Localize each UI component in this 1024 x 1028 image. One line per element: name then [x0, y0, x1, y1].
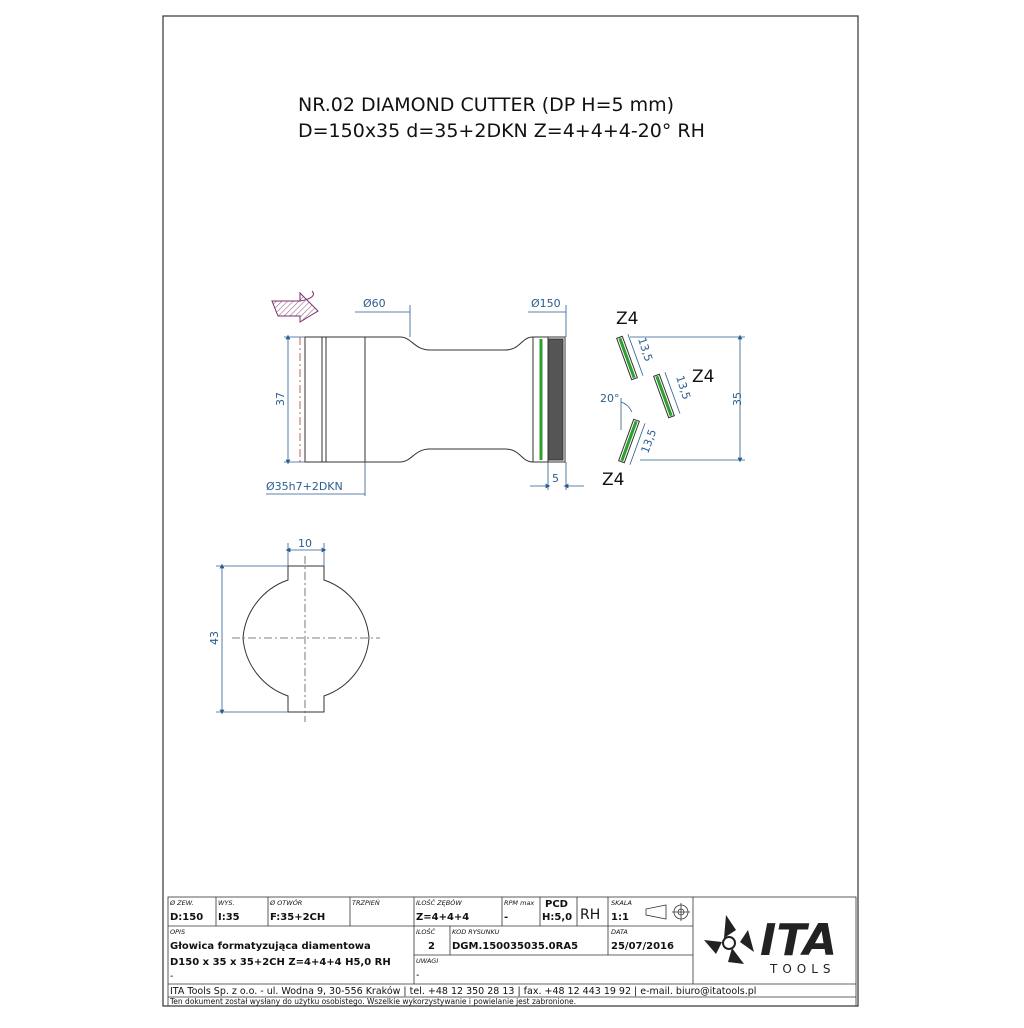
- tb-scale-value: 1:1: [611, 912, 629, 923]
- tb-outer-diameter-label: Ø ZEW.: [169, 899, 194, 907]
- tb-drawing-code-label: KOD RYSUNKU: [452, 928, 500, 936]
- rotation-arrow-icon: [271, 290, 319, 323]
- dim-tooth-length-2: 13,5: [673, 374, 693, 401]
- title-block: [167, 896, 857, 1007]
- tb-drawing-code-value: DGM.150035035.0RA5: [452, 941, 578, 952]
- tb-bore-label: Ø OTWÓR: [269, 898, 302, 907]
- tb-arbor-label: TRZPIEŃ: [352, 898, 380, 907]
- dim-tooth-length-1: 13,5: [635, 336, 655, 363]
- front-view: [216, 543, 380, 722]
- tb-teeth-value: Z=4+4+4: [416, 912, 469, 923]
- side-view: [304, 336, 566, 463]
- logo-main-text: ITA: [760, 915, 837, 966]
- tb-height-label: WYS.: [218, 899, 235, 907]
- tooth-label-right: Z4: [692, 367, 714, 387]
- tooth-label-top: Z4: [616, 309, 638, 329]
- tooth-label-bottom: Z4: [602, 470, 624, 490]
- tb-notes-label: UWAGI: [416, 957, 438, 965]
- dim-height-43: 43: [208, 631, 221, 645]
- dim-diameter-150: Ø150: [531, 297, 561, 310]
- tb-quantity-value: 2: [428, 941, 435, 952]
- sheet-border: [162, 15, 859, 1007]
- tb-rotation: RH: [580, 907, 600, 923]
- tb-rpm-label: RPM max: [504, 899, 534, 907]
- dim-height-35: 35: [731, 392, 744, 406]
- tb-teeth-label: ILOŚĆ ZĘBÓW: [416, 898, 462, 907]
- dim-width-5: 5: [552, 472, 559, 485]
- tb-description-line-3: -: [170, 971, 173, 982]
- dim-height-37: 37: [274, 392, 287, 406]
- tb-height-value: I:35: [218, 912, 240, 923]
- tb-description-label: OPIS: [170, 928, 185, 936]
- tb-description-line-1: Głowica formatyzująca diamentowa: [170, 941, 371, 952]
- dim-angle: 20°: [600, 392, 620, 405]
- tb-outer-diameter-value: D:150: [170, 912, 203, 923]
- title-line-1: NR.02 DIAMOND CUTTER (DP H=5 mm): [298, 94, 674, 116]
- dim-key-width-10: 10: [298, 537, 312, 550]
- ita-tools-logo: ITA TOOLS: [704, 915, 837, 976]
- tb-company-line: ITA Tools Sp. z o.o. - ul. Wodna 9, 30-5…: [170, 986, 756, 997]
- tb-legal-note: Ten dokument został wysłany do użytku os…: [169, 997, 576, 1006]
- tb-rpm-value: -: [504, 912, 508, 923]
- tb-date-label: DATA: [611, 928, 628, 936]
- tb-date-value: 25/07/2016: [611, 941, 674, 952]
- dim-diameter-60: Ø60: [363, 297, 386, 310]
- title-line-2: D=150x35 d=35+2DKN Z=4+4+4-20° RH: [298, 120, 705, 142]
- dim-bore: Ø35h7+2DKN: [266, 480, 343, 493]
- logo-sub-text: TOOLS: [769, 962, 836, 976]
- tb-description-line-2: D150 x 35 x 35+2CH Z=4+4+4 H5,0 RH: [170, 957, 391, 968]
- tooth-layout: [616, 334, 745, 465]
- tb-notes-value: -: [416, 970, 419, 981]
- blade-logo-icon: [704, 915, 754, 964]
- tb-bore-value: F:35+2CH: [270, 912, 325, 923]
- tb-quantity-label: ILOŚĆ: [416, 927, 436, 936]
- tb-scale-label: SKALA: [611, 899, 632, 907]
- side-view-dimensions: [266, 305, 584, 496]
- tb-pcd-label: PCD: [545, 899, 568, 910]
- tb-pcd-value: H:5,0: [542, 912, 572, 923]
